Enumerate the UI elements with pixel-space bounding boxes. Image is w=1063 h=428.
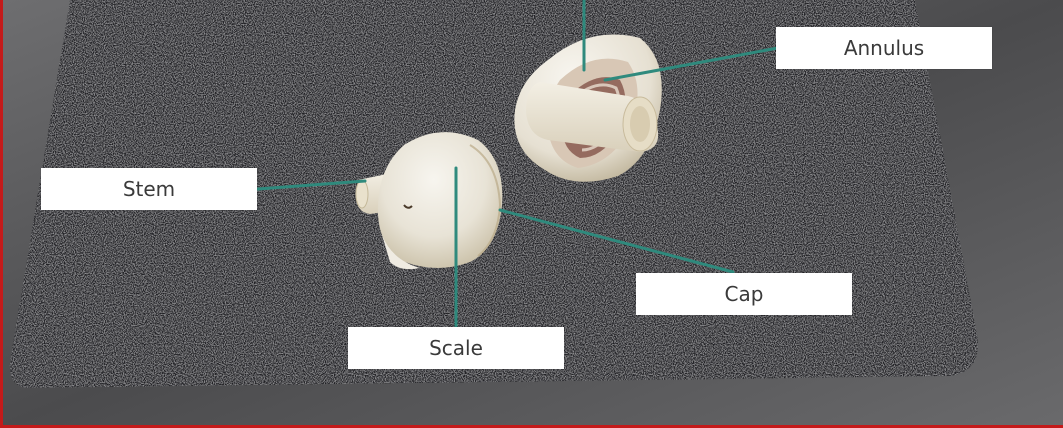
label-annulus: Annulus	[776, 27, 992, 69]
label-cap: Cap	[636, 273, 852, 315]
label-scale: Scale	[348, 327, 564, 369]
label-stem: Stem	[41, 168, 257, 210]
